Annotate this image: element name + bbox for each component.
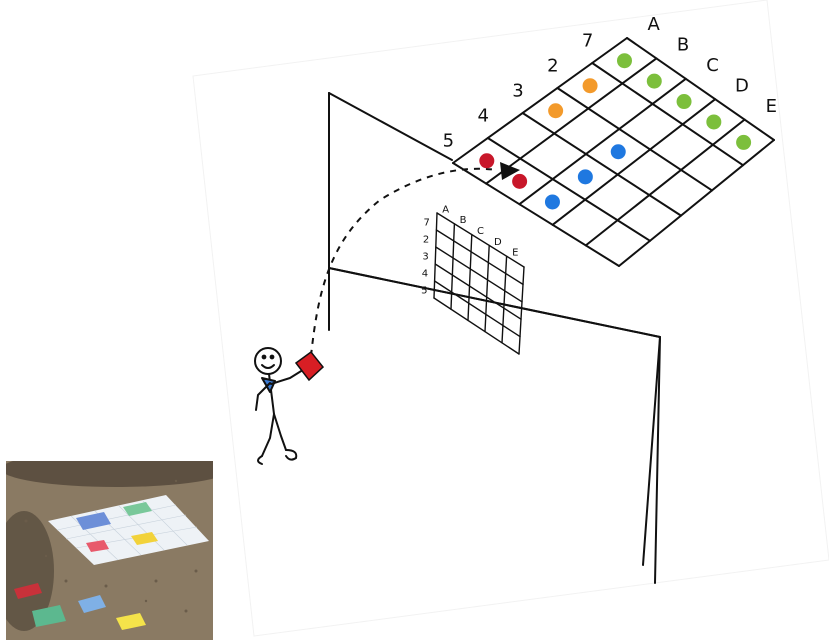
grid-row-label: 4 (477, 106, 488, 127)
grid-row-label: 2 (423, 235, 429, 246)
photo-inset (6, 461, 213, 640)
grid-column-label: A (648, 14, 661, 35)
figure-eye-right (271, 356, 274, 359)
grid-dot-green (677, 94, 692, 109)
grid-dot-orange (548, 103, 563, 118)
grid-row-label: 7 (424, 218, 430, 229)
grid-dot-green (647, 74, 662, 89)
grid-row-label: 4 (422, 269, 428, 280)
grid-dot-red (512, 174, 527, 189)
grid-dot-blue (545, 194, 560, 209)
grid-dot-orange (583, 78, 598, 93)
grid-column-label: A (442, 204, 449, 215)
grid-dot-blue (578, 169, 593, 184)
grid-row-label: 5 (421, 286, 427, 297)
photo-scene (6, 461, 213, 640)
grid-column-label: C (706, 55, 719, 76)
grid-dot-green (736, 135, 751, 150)
grid-dot-red (479, 153, 494, 168)
grid-column-label: E (766, 96, 777, 117)
grid-dot-blue (611, 144, 626, 159)
grid-column-label: B (460, 215, 467, 226)
grid-row-label: 3 (512, 81, 523, 102)
figure-eye-left (263, 356, 266, 359)
grid-column-label: D (494, 237, 502, 248)
grid-row-label: 2 (547, 56, 558, 77)
grid-column-label: C (477, 226, 484, 237)
grid-column-label: D (735, 75, 749, 96)
paper-sheet (193, 0, 829, 636)
grid-column-label: B (677, 35, 689, 56)
grid-row-label: 5 (443, 131, 454, 152)
grid-column-label: E (512, 248, 518, 259)
grid-dot-green (706, 114, 721, 129)
grid-row-label: 7 (582, 31, 593, 52)
grid-dot-green (617, 53, 632, 68)
grid-row-label: 3 (422, 252, 428, 263)
